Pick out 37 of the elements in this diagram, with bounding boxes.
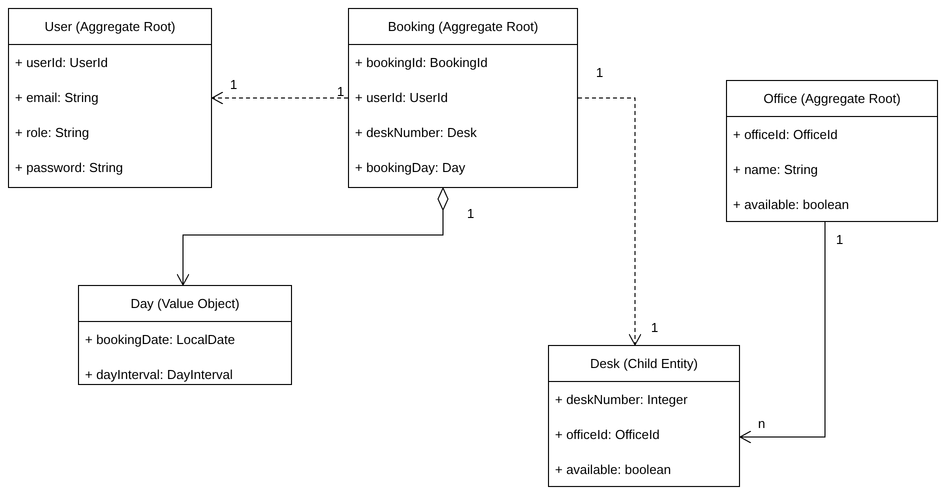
- multiplicity-label: 1: [651, 320, 658, 335]
- class-name: Desk (Child Entity): [549, 346, 739, 382]
- attribute: + available: boolean: [554, 461, 672, 479]
- multiplicity-label: 1: [836, 232, 844, 247]
- attribute: + available: boolean: [732, 196, 850, 214]
- attribute: + userId: UserId: [354, 89, 449, 107]
- attribute: + deskNumber: Desk: [354, 124, 478, 142]
- arrow: [212, 92, 348, 104]
- arrow: [176, 188, 448, 286]
- attribute: + role: String: [14, 124, 90, 142]
- multiplicity-label: 1: [467, 206, 474, 221]
- attribute: + bookingDate: LocalDate: [84, 331, 236, 349]
- arrow: [740, 222, 826, 444]
- arrow: [578, 98, 642, 346]
- class-box: [548, 345, 740, 487]
- class-name: User (Aggregate Root): [9, 9, 211, 45]
- class-name: Day (Value Object): [79, 286, 291, 322]
- attribute: + bookingDay: Day: [354, 159, 466, 177]
- attribute: + email: String: [14, 89, 100, 107]
- attribute: + name: String: [732, 161, 819, 179]
- attribute: + deskNumber: Integer: [554, 391, 689, 409]
- attribute: + password: String: [14, 159, 124, 177]
- multiplicity-label: n: [758, 416, 766, 431]
- class-box: [78, 285, 292, 385]
- attribute: + bookingId: BookingId: [354, 54, 489, 72]
- class-box: [348, 8, 578, 188]
- attribute: + officeId: OfficeId: [554, 426, 661, 444]
- class-name: Office (Aggregate Root): [727, 81, 937, 117]
- attribute: + userId: UserId: [14, 54, 109, 72]
- class-name: Booking (Aggregate Root): [349, 9, 577, 45]
- class-box: [726, 80, 938, 222]
- multiplicity-label: 1: [230, 77, 238, 92]
- multiplicity-label: 1: [596, 65, 604, 80]
- attribute: + dayInterval: DayInterval: [84, 366, 234, 384]
- multiplicity-label: 1: [337, 84, 344, 99]
- class-box: [8, 8, 212, 188]
- attribute: + officeId: OfficeId: [732, 126, 839, 144]
